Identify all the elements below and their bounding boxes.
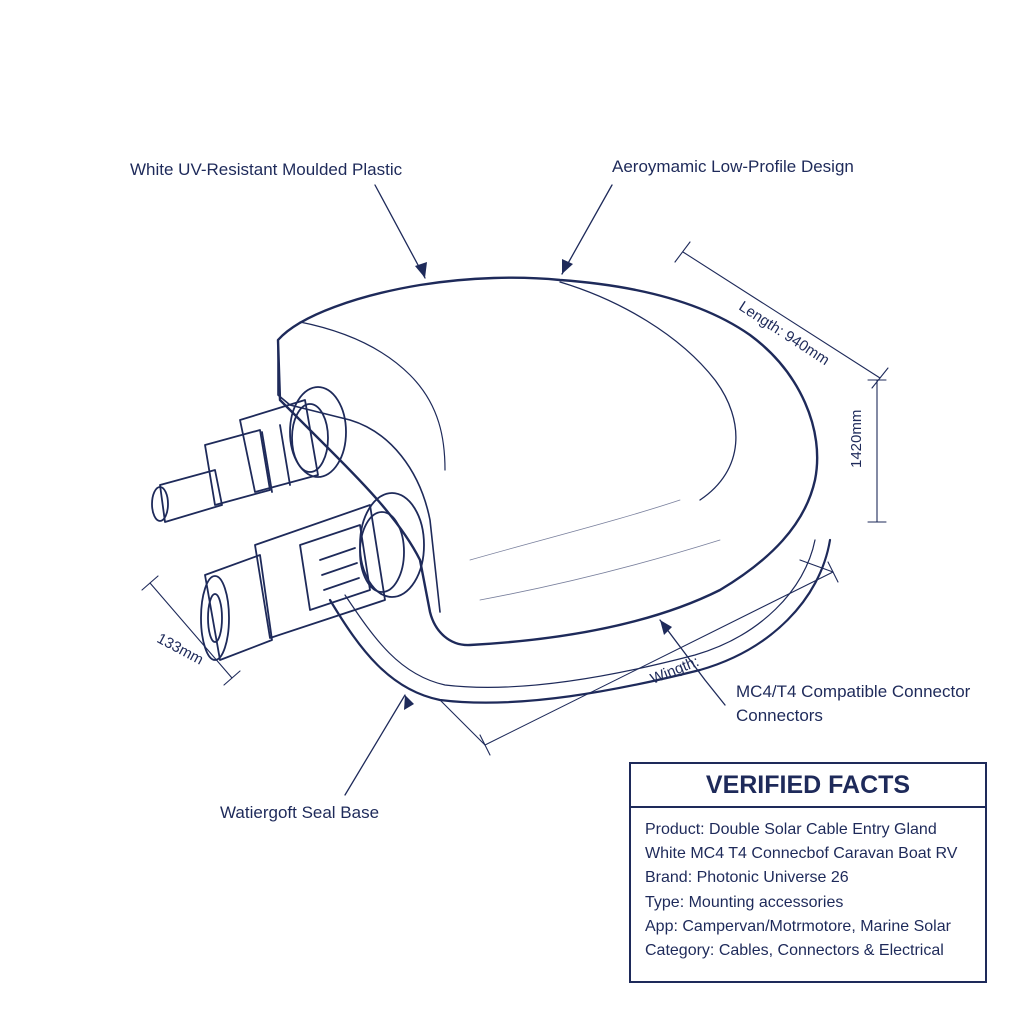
fact-value: Mounting accessories	[688, 893, 844, 911]
facts-list: Product: Double Solar Cable Entry Gland …	[631, 808, 985, 963]
fact-key: Type:	[645, 893, 685, 911]
fact-value: White MC4 T4 Connecbof Caravan Boat RV	[645, 845, 958, 863]
fact-item: App: Campervan/Motrmotore, Marine Solar	[645, 915, 985, 939]
leader-design	[561, 184, 613, 275]
leader-connector	[659, 619, 726, 706]
housing-front-face	[277, 339, 441, 613]
fact-value: Cables, Connectors & Electrical	[718, 942, 944, 960]
fact-key: Category:	[645, 942, 715, 960]
fact-item: Brand: Photonic Universe 26	[645, 866, 985, 890]
dim-height-label: 1420mm	[848, 409, 865, 468]
fact-key: Brand:	[645, 869, 693, 887]
leader-arrowheads	[404, 259, 672, 710]
dim-length-line	[682, 251, 881, 379]
dimension-lines	[141, 241, 889, 756]
leader-seal	[344, 694, 406, 796]
seal-base-plate	[328, 538, 832, 704]
fact-item: Type: Mounting accessories	[645, 891, 985, 915]
fact-value: Double Solar Cable Entry Gland	[709, 821, 937, 838]
fact-key: Product:	[645, 821, 705, 838]
callout-connector-line1: MC4/T4 Compatible Connector	[736, 682, 971, 701]
fact-item: Category: Cables, Connectors & Electrica…	[645, 939, 985, 963]
upper-mc4-connector	[151, 386, 347, 523]
fact-item: Product: Double Solar Cable Entry Gland	[645, 818, 985, 842]
verified-facts-panel: VERIFIED FACTS Product: Double Solar Cab…	[629, 762, 987, 983]
fact-value: Photonic Universe 26	[696, 869, 849, 887]
callout-connector: MC4/T4 Compatible Connector Connectors	[736, 680, 970, 728]
housing-dome-shade	[469, 499, 721, 601]
callout-seal: Watiergoft Seal Base	[220, 803, 380, 822]
callout-connector-line2: Connectors	[736, 706, 823, 725]
callout-design: Aeroymamic Low-Profile Design	[612, 157, 854, 176]
gland-housing	[276, 276, 819, 647]
housing-dome-crest	[559, 281, 737, 501]
leader-material	[374, 184, 426, 279]
dim-side-line	[149, 582, 233, 679]
seal-base-plate-inner	[344, 539, 816, 688]
dim-width-line	[484, 571, 834, 746]
fact-value: Campervan/Motrmotore, Marine Solar	[682, 917, 951, 935]
fact-item: White MC4 T4 Connecbof Caravan Boat RV	[645, 842, 985, 866]
facts-title: VERIFIED FACTS	[631, 764, 985, 808]
fact-key: App:	[645, 917, 678, 935]
callout-material: White UV-Resistant Moulded Plastic	[130, 160, 403, 179]
lower-mc4-connector	[200, 492, 425, 661]
leader-lines	[344, 184, 726, 796]
housing-top-edge	[299, 321, 446, 471]
